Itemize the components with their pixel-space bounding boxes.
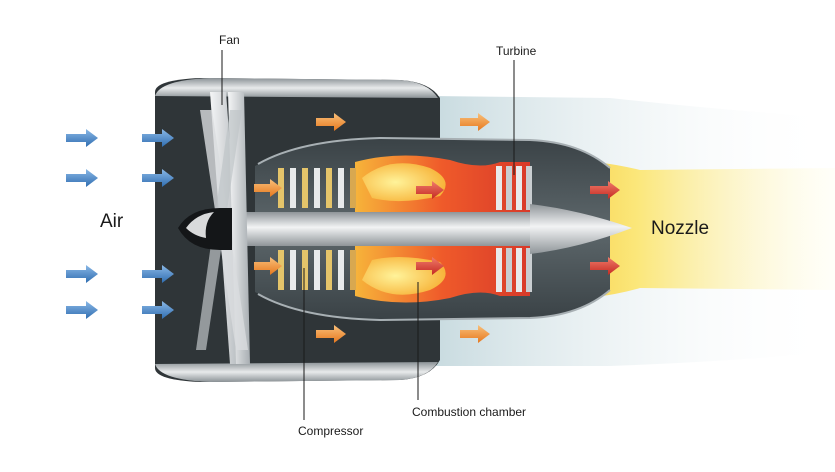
- combustion-chamber-label: Combustion chamber: [412, 405, 527, 419]
- arrow-right-icon: [66, 169, 98, 187]
- compressor-blades: [278, 168, 356, 290]
- intake-arrows: [66, 129, 174, 319]
- arrow-right-icon: [142, 129, 174, 147]
- arrow-right-icon: [66, 265, 98, 283]
- arrow-right-icon: [142, 301, 174, 319]
- nozzle-label: Nozzle: [651, 218, 710, 239]
- arrow-right-icon: [66, 301, 98, 319]
- nacelle-bottom-lip: [155, 362, 438, 382]
- arrow-right-icon: [142, 265, 174, 283]
- fan-label: Fan: [219, 33, 240, 47]
- air-label: Air: [100, 211, 124, 232]
- exhaust-cone: [530, 204, 632, 254]
- arrow-right-icon: [254, 179, 282, 197]
- arrow-right-icon: [254, 257, 282, 275]
- arrow-right-icon: [316, 325, 346, 343]
- turbine-label: Turbine: [496, 44, 537, 58]
- turbine-blades: [496, 166, 532, 292]
- arrow-right-icon: [66, 129, 98, 147]
- arrow-right-icon: [460, 113, 490, 131]
- arrow-right-icon: [142, 169, 174, 187]
- arrow-right-icon: [590, 257, 620, 275]
- core-cowl-edge-top: [257, 136, 611, 169]
- arrow-right-icon: [316, 113, 346, 131]
- arrow-right-icon: [460, 325, 490, 343]
- main-shaft: [200, 212, 540, 246]
- arrow-right-icon: [590, 181, 620, 199]
- nacelle-top-lip: [155, 78, 438, 98]
- arrow-right-icon: [416, 257, 444, 275]
- bypass-arrows: [254, 113, 490, 343]
- compressor-label: Compressor: [298, 424, 364, 438]
- leader-lines: [221, 50, 515, 420]
- core-cowl-edge-bottom: [257, 289, 611, 322]
- hot-gas-arrows: [416, 181, 620, 275]
- arrow-right-icon: [416, 181, 444, 199]
